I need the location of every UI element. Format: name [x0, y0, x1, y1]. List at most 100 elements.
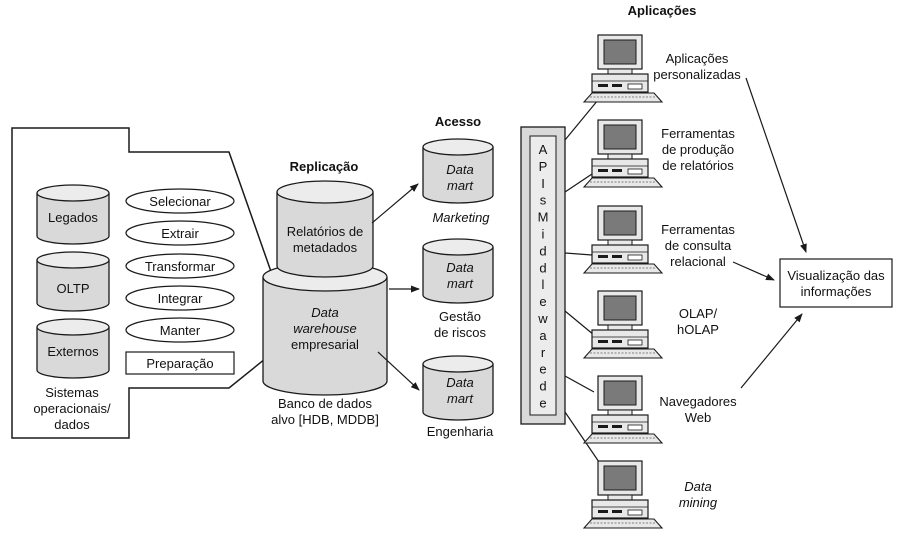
- middleware-letter: a: [539, 328, 547, 343]
- datamart-engenharia: Data mart Engenharia: [422, 355, 494, 439]
- middleware-letter: w: [537, 311, 548, 326]
- source-caption-line-3: dados: [54, 417, 90, 432]
- arrow-consulta-to-visualization: [732, 261, 775, 281]
- externos-label: Externos: [47, 344, 99, 359]
- app-labels: Aplicações personalizadas Ferramentas de…: [653, 51, 741, 510]
- marketing-mart-line-1: Data: [446, 162, 473, 177]
- warehouse-line-1: Data: [311, 305, 338, 320]
- engenharia-caption: Engenharia: [427, 424, 494, 439]
- warehouse-line-3: empresarial: [291, 337, 359, 352]
- arrow-apps-to-visualization: [745, 77, 807, 253]
- middleware-letter: I: [541, 176, 545, 191]
- app-1-line-2: personalizadas: [653, 67, 741, 82]
- app-2-line-1: Ferramentas: [661, 126, 735, 141]
- arrow-web-to-visualization: [740, 313, 803, 389]
- source-caption-line-1: Sistemas: [45, 385, 99, 400]
- heading-replicacao: Replicação: [290, 159, 359, 174]
- middleware-letter: l: [542, 277, 545, 292]
- app-6-line-2: mining: [679, 495, 718, 510]
- cylinder-externos: Externos: [36, 318, 110, 379]
- computer-icon: [582, 34, 664, 103]
- computer-icon: [582, 375, 664, 444]
- op-extrair: Extrair: [125, 220, 235, 246]
- warehouse-caption-line-2: alvo [HDB, MDDB]: [271, 412, 379, 427]
- source-caption-line-2: operacionais/: [33, 401, 111, 416]
- link-app-4: [564, 310, 595, 336]
- preparation-ops: Selecionar Extrair Transformar Integrar …: [125, 188, 235, 375]
- middleware-letter: e: [539, 362, 546, 377]
- op-manter-label: Manter: [160, 323, 201, 338]
- datamart-marketing: Data mart Marketing: [422, 138, 494, 225]
- metadata-line-1: Relatórios de: [287, 224, 364, 239]
- legados-label: Legados: [48, 210, 98, 225]
- link-app-6: [564, 411, 600, 463]
- computer-icon: [582, 119, 664, 188]
- op-integrar-label: Integrar: [158, 291, 203, 306]
- heading-acesso: Acesso: [435, 114, 481, 129]
- app-5-line-1: Navegadores: [659, 394, 737, 409]
- computer-icon: [582, 460, 664, 529]
- app-6-line-1: Data: [684, 479, 711, 494]
- heading-aplicacoes: Aplicações: [628, 3, 697, 18]
- datamart-gestao-riscos: Data mart Gestão de riscos: [422, 238, 494, 340]
- middleware-letter: s: [540, 193, 547, 208]
- gestao-mart-line-2: mart: [447, 276, 474, 291]
- computer-icon: [582, 205, 664, 274]
- cylinder-oltp: OLTP: [36, 251, 110, 312]
- engenharia-mart-line-1: Data: [446, 375, 473, 390]
- gestao-caption-line-2: de riscos: [434, 325, 487, 340]
- marketing-caption: Marketing: [432, 210, 490, 225]
- visualization-box: Visualização das informações: [779, 258, 893, 308]
- middleware-to-apps-links: [564, 99, 600, 463]
- middleware-letter: M: [538, 210, 549, 225]
- gestao-caption-line-1: Gestão: [439, 309, 481, 324]
- marketing-mart-line-2: mart: [447, 178, 474, 193]
- middleware-letter: i: [542, 227, 545, 242]
- arrow-to-engenharia: [377, 351, 420, 391]
- arrow-to-marketing: [371, 183, 419, 224]
- op-selecionar-label: Selecionar: [149, 194, 211, 209]
- metadata-line-2: metadados: [293, 240, 358, 255]
- link-app-3: [564, 252, 593, 256]
- cylinder-legados: Legados: [36, 184, 110, 245]
- link-app-2: [564, 173, 593, 193]
- app-5-line-2: Web: [685, 410, 712, 425]
- visualization-line-1: Visualização das: [787, 268, 885, 283]
- app-2-line-2: de produção: [662, 142, 734, 157]
- op-manter: Manter: [125, 317, 235, 343]
- middleware-letter: e: [539, 294, 546, 309]
- op-extrair-label: Extrair: [161, 226, 199, 241]
- middleware-letter: d: [539, 379, 546, 394]
- middleware-letter: e: [539, 396, 546, 411]
- gestao-mart-line-1: Data: [446, 260, 473, 275]
- warehouse-cylinder: Data warehouse empresarial: [262, 262, 388, 396]
- middleware-letter: P: [539, 159, 548, 174]
- app-3-line-3: relacional: [670, 254, 726, 269]
- op-transformar: Transformar: [125, 253, 235, 279]
- app-1-line-1: Aplicações: [666, 51, 729, 66]
- source-systems-frame: [11, 127, 292, 439]
- preparacao-box: Preparação: [125, 351, 235, 375]
- op-transformar-label: Transformar: [145, 259, 216, 274]
- app-2-line-3: de relatórios: [662, 158, 734, 173]
- computers: [582, 34, 664, 529]
- computer-icon: [582, 290, 664, 359]
- middleware-letter: d: [539, 243, 546, 258]
- app-3-line-2: de consulta: [665, 238, 732, 253]
- app-4-line-1: OLAP/: [679, 306, 718, 321]
- app-3-line-1: Ferramentas: [661, 222, 735, 237]
- op-integrar: Integrar: [125, 285, 235, 311]
- preparacao-label: Preparação: [146, 356, 213, 371]
- middleware-letter: A: [539, 142, 548, 157]
- source-systems-caption: Sistemas operacionais/ dados: [33, 385, 111, 432]
- visualization-line-2: informações: [801, 284, 872, 299]
- engenharia-mart-line-2: mart: [447, 391, 474, 406]
- warehouse-line-2: warehouse: [293, 321, 357, 336]
- warehouse-caption: Banco de dados alvo [HDB, MDDB]: [271, 396, 379, 427]
- oltp-label: OLTP: [57, 281, 90, 296]
- warehouse-caption-line-1: Banco de dados: [278, 396, 372, 411]
- middleware-letter: r: [541, 345, 546, 360]
